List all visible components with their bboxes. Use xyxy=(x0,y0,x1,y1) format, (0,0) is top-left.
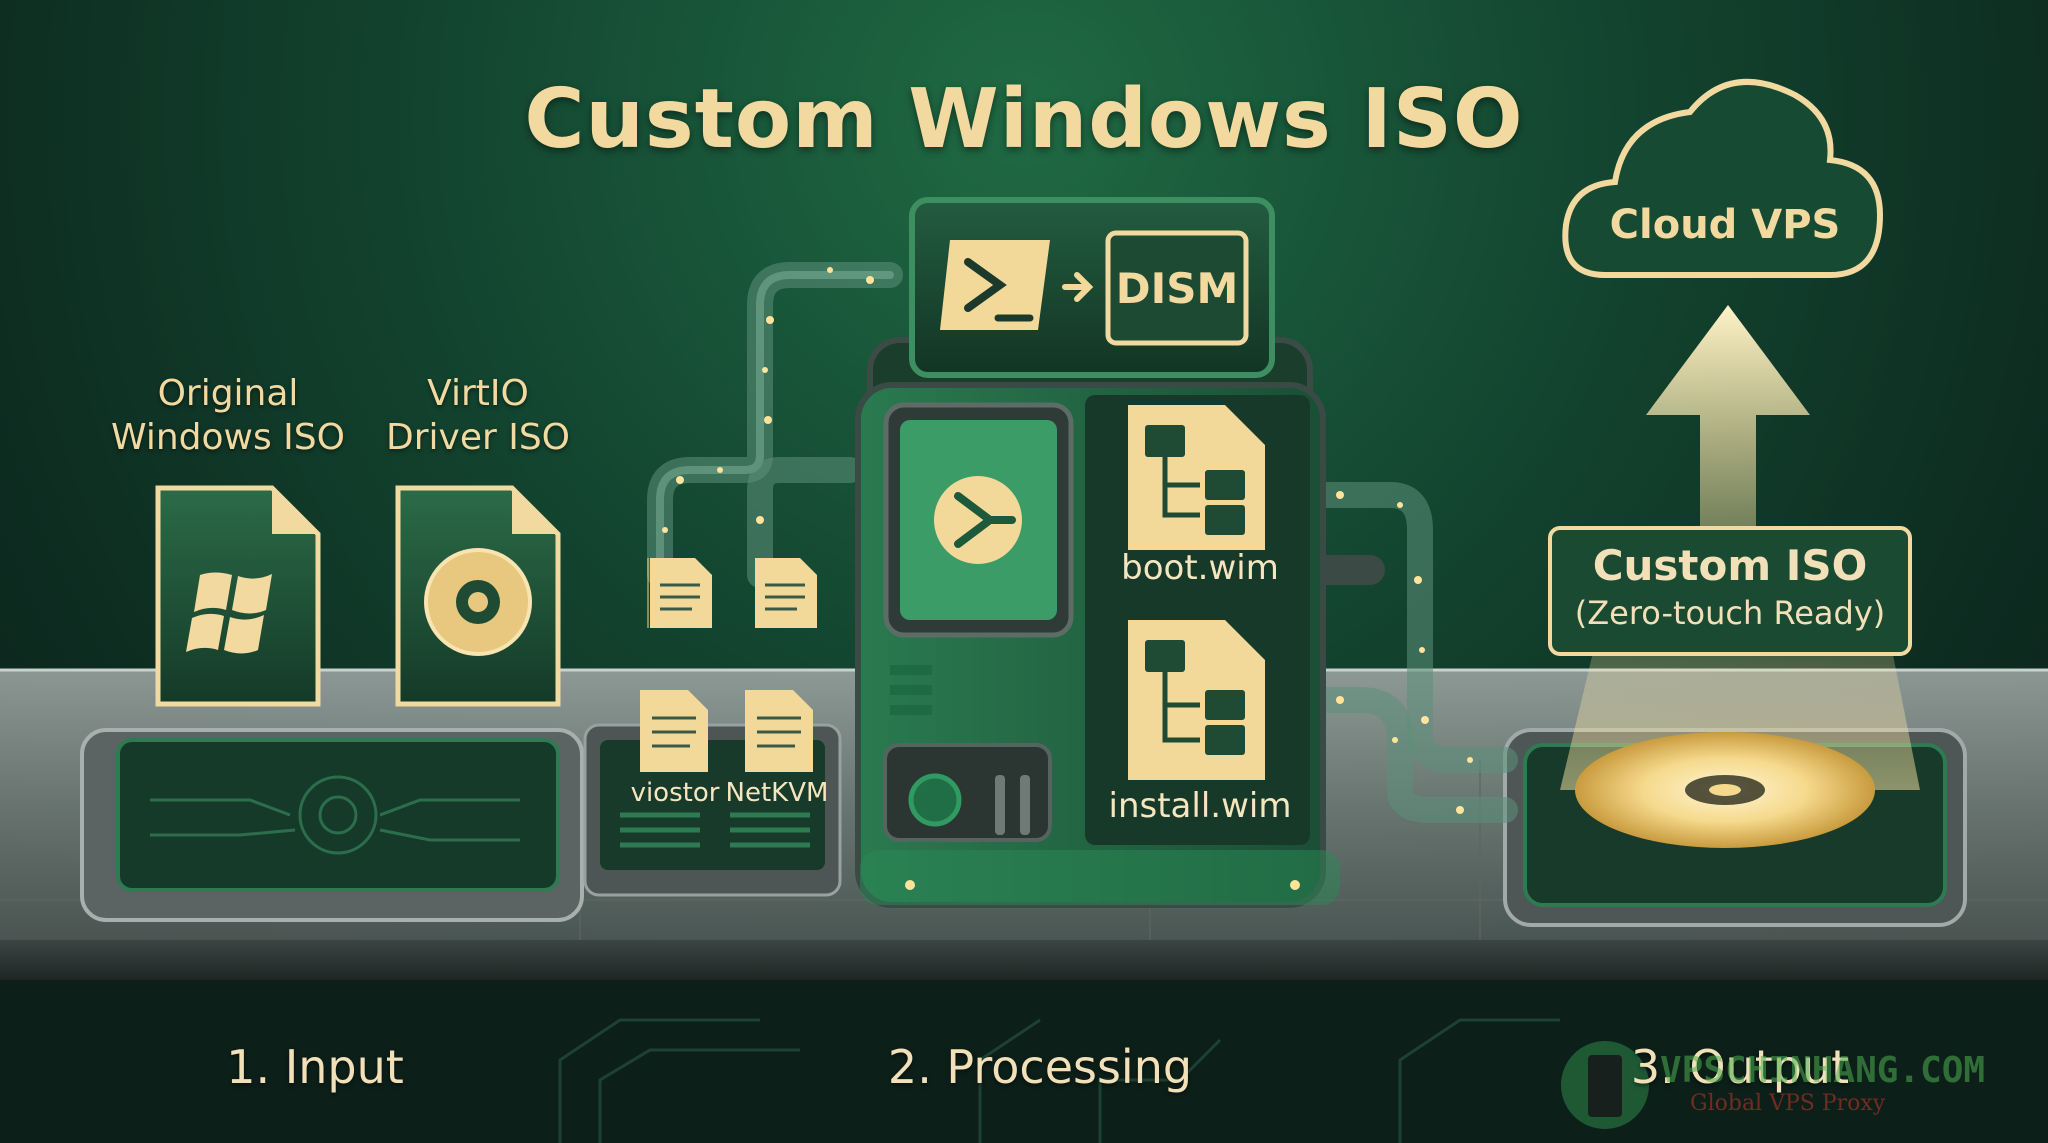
upward-arrow xyxy=(1646,305,1810,580)
watermark-line1: VPSCHINHANG.COM xyxy=(1660,1050,1986,1091)
windows-iso-label: Original Windows ISO xyxy=(90,372,366,460)
driver-label-viostor: viostor xyxy=(630,778,720,808)
step-input: 1. Input xyxy=(226,1040,404,1094)
dism-label: DISM xyxy=(1115,263,1239,313)
input-tray xyxy=(80,728,584,922)
step-output: 3. Output xyxy=(1630,1040,1850,1094)
watermark-line2: Global VPS Proxy xyxy=(1690,1091,1886,1116)
install-wim-label: install.wim xyxy=(1108,786,1292,826)
custom-iso-text: Custom ISO (Zero-touch Ready) xyxy=(1550,540,1910,634)
driver-docs xyxy=(640,558,817,772)
virtio-iso-label: VirtIO Driver ISO xyxy=(368,372,588,460)
cloud-vps-label: Cloud VPS xyxy=(1609,202,1841,248)
step-processing: 2. Processing xyxy=(887,1040,1193,1094)
screen-play-icon xyxy=(934,476,1022,564)
cloud-shape xyxy=(1562,78,1884,278)
watermark: VPSCHINHANG.COM Global VPS Proxy xyxy=(1660,1050,2000,1116)
boot-wim-label: boot.wim xyxy=(1121,548,1279,588)
watermark-logo xyxy=(1561,1041,1649,1129)
custom-iso-subtitle: (Zero-touch Ready) xyxy=(1574,594,1886,632)
windows-iso-card xyxy=(155,485,321,707)
boot-wim-icon xyxy=(1128,405,1265,550)
virtio-iso-label-line2: Driver ISO xyxy=(385,417,571,458)
custom-iso-title: Custom ISO xyxy=(1592,541,1868,590)
windows-iso-label-line1: Original xyxy=(157,373,299,414)
install-wim-icon xyxy=(1128,620,1265,780)
windows-iso-label-line2: Windows ISO xyxy=(111,417,345,458)
driver-label-netkvm: NetKVM xyxy=(725,778,829,808)
custom-iso-box xyxy=(1548,526,1912,656)
diagram-title: Custom Windows ISO xyxy=(524,72,1524,167)
dism-panel xyxy=(909,197,1275,378)
virtio-iso-card xyxy=(395,485,561,707)
virtio-iso-label-line1: VirtIO xyxy=(427,373,529,414)
